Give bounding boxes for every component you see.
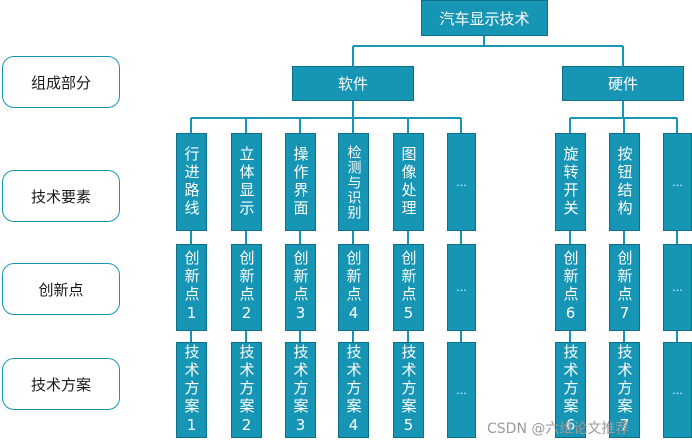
solution-box-more-software: ... <box>447 342 476 438</box>
solution-box-6: 技术方案6 <box>555 342 586 438</box>
row-label-tech-elements: 技术要素 <box>2 170 120 222</box>
element-box-3: 操作界面 <box>285 133 316 231</box>
watermark: CSDN @六维论文推荐 <box>487 421 630 437</box>
solution-box-5: 技术方案5 <box>393 342 424 438</box>
row-label-solution: 技术方案 <box>2 358 120 410</box>
innovation-box-3: 创新点3 <box>285 244 316 331</box>
group-node-hardware: 硬件 <box>562 66 684 101</box>
element-box-7: 按钮结构 <box>609 133 640 231</box>
innovation-box-4: 创新点4 <box>338 244 369 331</box>
element-box-6: 旋转开关 <box>555 133 586 231</box>
element-box-5: 图像处理 <box>393 133 424 231</box>
solution-box-2: 技术方案2 <box>231 342 262 438</box>
solution-box-7: 技术方案7 <box>609 342 640 438</box>
solution-box-4: 技术方案4 <box>338 342 369 438</box>
innovation-box-more-software: ... <box>447 244 476 331</box>
innovation-box-6: 创新点6 <box>555 244 586 331</box>
element-box-4: 检测与识别 <box>338 133 369 231</box>
row-label-components: 组成部分 <box>2 56 120 108</box>
row-label-innovation: 创新点 <box>2 263 120 315</box>
innovation-box-more-hardware: ... <box>663 244 692 331</box>
group-node-software: 软件 <box>292 66 414 101</box>
root-node: 汽车显示技术 <box>421 0 548 36</box>
innovation-box-2: 创新点2 <box>231 244 262 331</box>
innovation-box-7: 创新点7 <box>609 244 640 331</box>
element-box-more-software: ... <box>447 133 476 231</box>
innovation-box-1: 创新点1 <box>176 244 207 331</box>
solution-box-1: 技术方案1 <box>176 342 207 438</box>
element-box-1: 行进路线 <box>176 133 207 231</box>
solution-box-3: 技术方案3 <box>285 342 316 438</box>
element-box-more-hardware: ... <box>663 133 692 231</box>
innovation-box-5: 创新点5 <box>393 244 424 331</box>
solution-box-more-hardware: ... <box>663 342 692 438</box>
element-box-2: 立体显示 <box>231 133 262 231</box>
